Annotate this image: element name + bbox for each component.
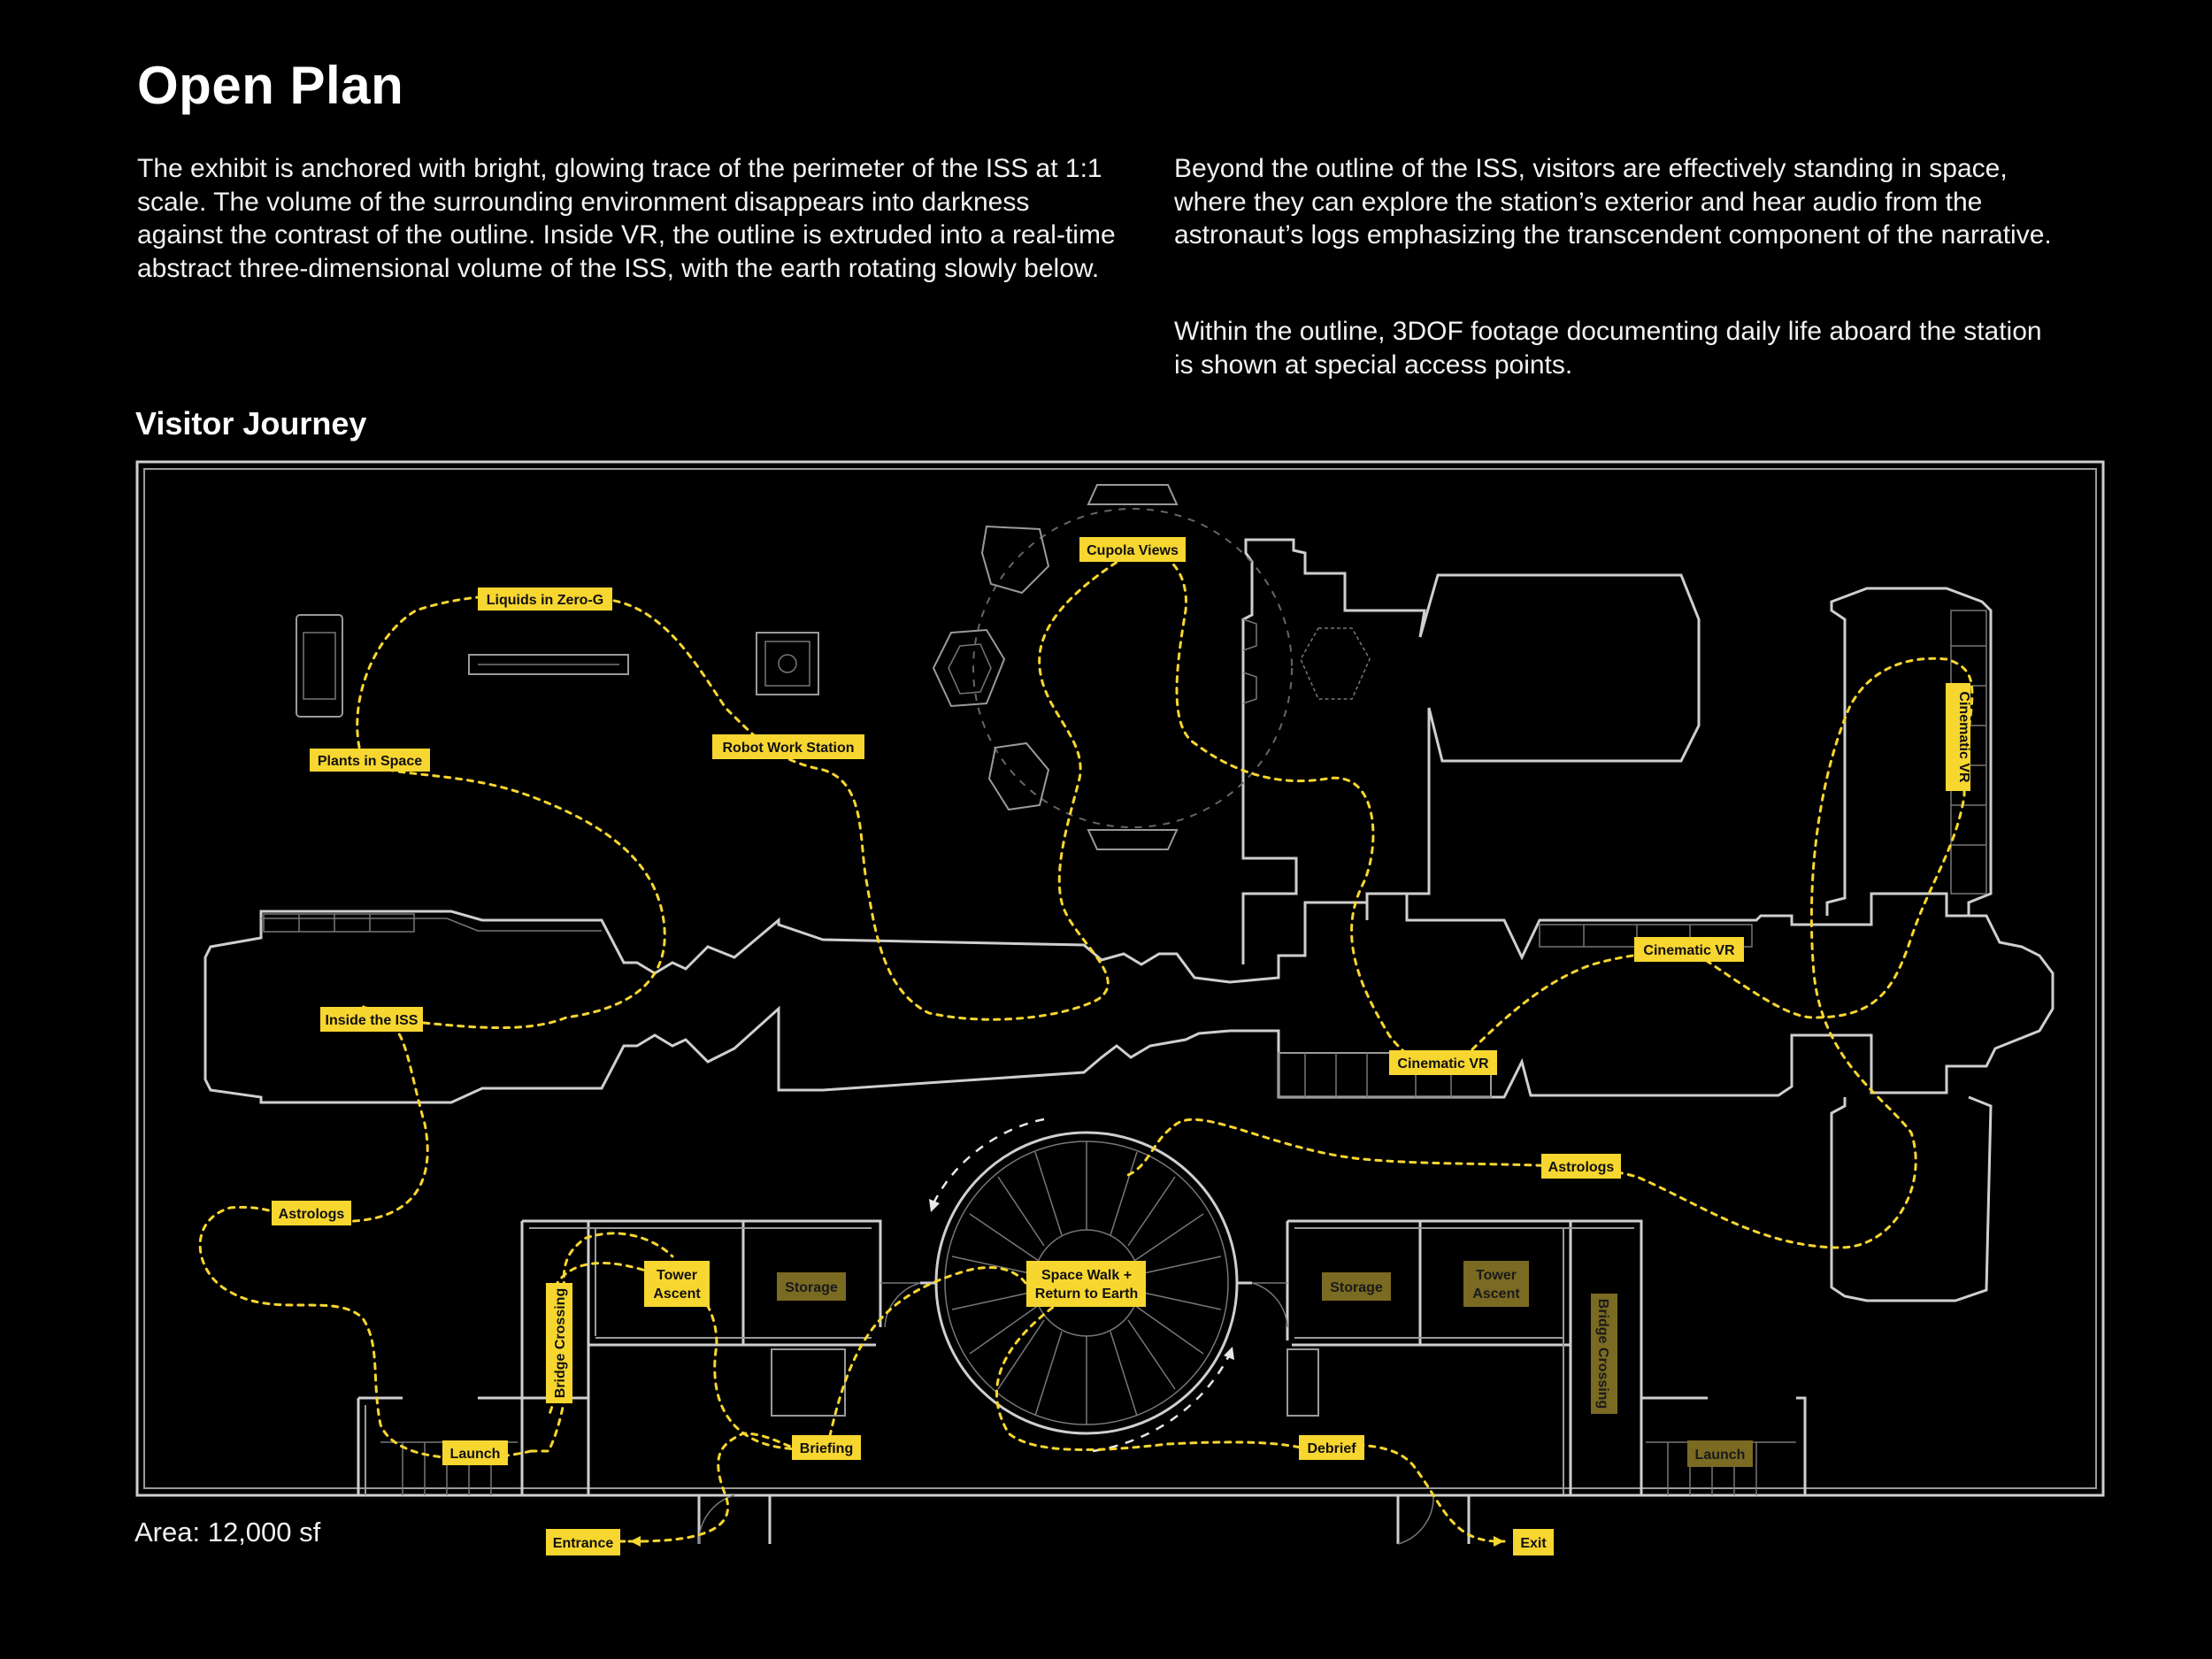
- floating-equipment: [296, 614, 819, 718]
- svg-text:Cupola Views: Cupola Views: [1087, 543, 1179, 558]
- circulation-arrow-lower: [1092, 1353, 1232, 1453]
- briefing-to-spacewalk-path: [826, 1266, 1033, 1449]
- label-liquids-in-zero-g: Liquids in Zero-G: [478, 588, 612, 611]
- label-plants-in-space: Plants in Space: [310, 749, 430, 772]
- svg-text:Liquids in Zero-G: Liquids in Zero-G: [487, 593, 603, 608]
- svg-text:Launch: Launch: [1695, 1448, 1746, 1463]
- label-exit: Exit: [1513, 1529, 1554, 1555]
- area-caption: Area: 12,000 sf: [134, 1517, 321, 1548]
- intro-right-paragraph-1: Beyond the outline of the ISS, visitors …: [1174, 154, 2052, 250]
- label-storage-left: Storage: [777, 1272, 846, 1301]
- intro-right-paragraph-2: Within the outline, 3DOF footage documen…: [1174, 317, 2042, 380]
- spacewalk-to-debrief-path: [995, 1299, 1302, 1452]
- svg-text:Storage: Storage: [785, 1280, 838, 1295]
- exit-arrow-icon: [1494, 1536, 1504, 1547]
- cupola-ring: [932, 484, 1371, 850]
- arrow-head-icon: [1224, 1347, 1234, 1360]
- label-space-walk-return-to-earth: Space Walk + Return to Earth: [1026, 1261, 1146, 1307]
- svg-text:Tower: Tower: [1476, 1268, 1517, 1283]
- svg-text:Cinematic VR: Cinematic VR: [1956, 691, 1971, 783]
- label-cupola-views: Cupola Views: [1079, 537, 1186, 562]
- label-inside-the-iss: Inside the ISS: [320, 1007, 423, 1032]
- svg-text:Astrologs: Astrologs: [1548, 1160, 1615, 1175]
- label-robot-work-station: Robot Work Station: [712, 734, 864, 759]
- label-storage-right: Storage: [1322, 1272, 1391, 1301]
- svg-text:Robot Work Station: Robot Work Station: [722, 741, 854, 756]
- label-entrance: Entrance: [546, 1529, 620, 1555]
- svg-text:Ascent: Ascent: [1472, 1286, 1520, 1302]
- label-astrologs-left: Astrologs: [272, 1201, 351, 1225]
- circulation-arrow-upper: [932, 1118, 1045, 1204]
- svg-text:Astrologs: Astrologs: [279, 1207, 345, 1222]
- svg-text:Cinematic VR: Cinematic VR: [1643, 943, 1735, 958]
- label-cinematic-vr-center: Cinematic VR: [1389, 1050, 1497, 1075]
- lower-rooms: [357, 1131, 1807, 1545]
- label-cinematic-vr-right: Cinematic VR: [1634, 937, 1744, 962]
- svg-text:Tower: Tower: [657, 1268, 697, 1283]
- label-astrologs-right: Astrologs: [1541, 1154, 1621, 1179]
- label-cinematic-vr-vertical: Cinematic VR: [1946, 683, 1971, 791]
- label-bridge-crossing-left: Bridge Crossing: [546, 1283, 572, 1403]
- svg-text:Launch: Launch: [450, 1447, 501, 1462]
- svg-text:Storage: Storage: [1330, 1280, 1383, 1295]
- label-briefing: Briefing: [792, 1435, 861, 1460]
- arrow-head-icon: [929, 1199, 940, 1212]
- entrance-arrow-icon: [630, 1536, 641, 1547]
- svg-text:Inside the ISS: Inside the ISS: [326, 1013, 419, 1028]
- exhibit-boundary: [135, 460, 2105, 1497]
- label-launch-left: Launch: [442, 1440, 508, 1465]
- label-debrief: Debrief: [1299, 1435, 1364, 1460]
- svg-text:Debrief: Debrief: [1307, 1441, 1356, 1456]
- svg-text:Bridge Crossing: Bridge Crossing: [1595, 1299, 1610, 1409]
- svg-text:Entrance: Entrance: [553, 1536, 614, 1551]
- section-title: Visitor Journey: [135, 405, 367, 442]
- svg-text:Plants in Space: Plants in Space: [318, 754, 422, 769]
- svg-text:Ascent: Ascent: [653, 1286, 701, 1302]
- label-launch-right: Launch: [1687, 1440, 1753, 1467]
- page-title: Open Plan: [137, 56, 404, 115]
- svg-text:Return to Earth: Return to Earth: [1035, 1286, 1138, 1302]
- svg-text:Cinematic VR: Cinematic VR: [1397, 1056, 1489, 1071]
- svg-text:Briefing: Briefing: [800, 1441, 853, 1456]
- label-bridge-crossing-right: Bridge Crossing: [1591, 1294, 1617, 1414]
- svg-text:Exit: Exit: [1520, 1536, 1547, 1551]
- svg-text:Bridge Crossing: Bridge Crossing: [553, 1288, 568, 1398]
- intro-left-paragraph: The exhibit is anchored with bright, glo…: [137, 154, 1116, 283]
- svg-text:Space Walk +: Space Walk +: [1041, 1268, 1132, 1283]
